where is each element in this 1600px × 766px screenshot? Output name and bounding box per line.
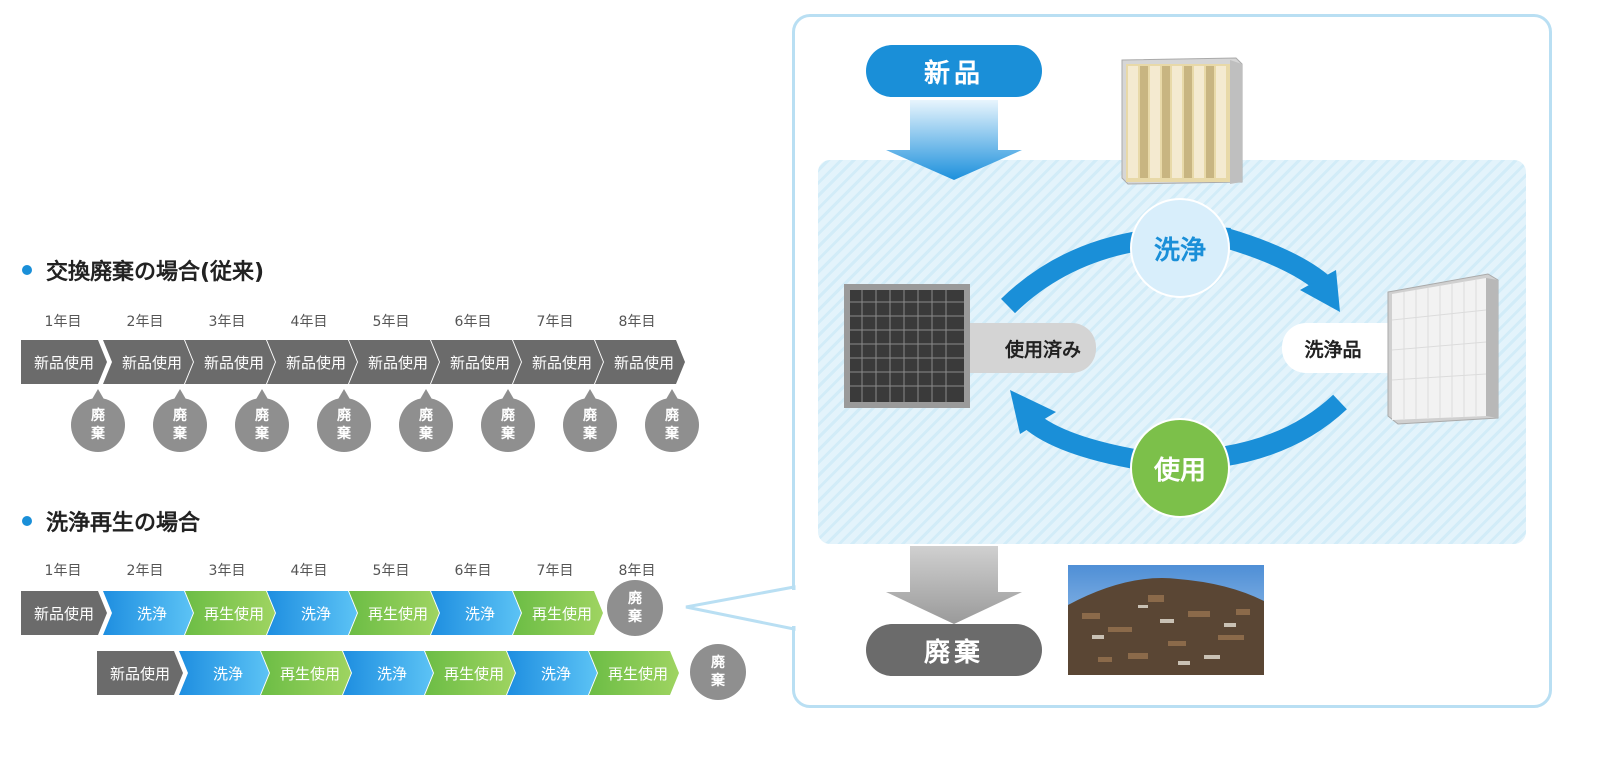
timeline-step: 再生使用: [589, 651, 679, 695]
new-filter-image: [1121, 57, 1243, 185]
year-label: 2年目: [126, 314, 164, 330]
timeline-step: 新品使用: [21, 591, 107, 635]
timeline-step: 再生使用: [349, 591, 439, 635]
timeline-step: 新品使用: [349, 340, 439, 384]
year-label: 6年目: [454, 563, 492, 579]
timeline-step: 新品使用: [103, 340, 193, 384]
wash-circle: 洗浄: [1130, 198, 1230, 298]
year-label: 3年目: [208, 314, 246, 330]
discard-bubble: 廃棄: [153, 389, 207, 452]
timeline-step: 新品使用: [267, 340, 357, 384]
year-label: 7年目: [536, 314, 574, 330]
section-heading-replace: 交換廃棄の場合(従来): [22, 254, 264, 286]
year-label: 8年目: [618, 314, 656, 330]
use-circle: 使用: [1130, 418, 1230, 518]
timeline-step: 洗浄: [179, 651, 269, 695]
scrap-pile-image: [1068, 565, 1264, 675]
down-arrow-discard-icon: [886, 546, 1022, 624]
timeline-step: 新品使用: [595, 340, 685, 384]
year-label: 4年目: [290, 314, 328, 330]
washed-filter-image: [1387, 273, 1499, 425]
year-label: 2年目: [126, 563, 164, 579]
year-label: 6年目: [454, 314, 492, 330]
timeline-step: 再生使用: [185, 591, 275, 635]
timeline-step: 新品使用: [97, 651, 183, 695]
timeline-step: 再生使用: [425, 651, 515, 695]
timeline-step: 洗浄: [343, 651, 433, 695]
bullet-dot: [22, 516, 32, 526]
year-label: 5年目: [372, 314, 410, 330]
year-label: 7年目: [536, 563, 574, 579]
year-label: 5年目: [372, 563, 410, 579]
year-label: 3年目: [208, 563, 246, 579]
discard-bubble: 廃棄: [71, 389, 125, 452]
timeline-step: 洗浄: [267, 591, 357, 635]
discard-bubble: 廃棄: [607, 580, 663, 636]
timeline-step: 新品使用: [185, 340, 275, 384]
timeline-step: 新品使用: [513, 340, 603, 384]
discard-bubble: 廃棄: [399, 389, 453, 452]
year-label: 4年目: [290, 563, 328, 579]
cycle-panel: [792, 14, 1552, 708]
timeline-step: 洗浄: [507, 651, 597, 695]
year-label: 1年目: [44, 314, 82, 330]
discard-bubble: 廃棄: [481, 389, 535, 452]
discard-bubble: 廃棄: [690, 644, 746, 700]
used-filter-image: [844, 284, 970, 408]
section-title: 洗浄再生の場合: [46, 511, 201, 536]
section-title: 交換廃棄の場合(従来): [46, 260, 265, 285]
discard-pill: 廃棄: [866, 624, 1042, 676]
timeline-step: 洗浄: [431, 591, 521, 635]
year-label: 8年目: [618, 563, 656, 579]
down-arrow-new-icon: [886, 100, 1022, 180]
timeline-step: 洗浄: [103, 591, 193, 635]
bullet-dot: [22, 265, 32, 275]
callout-pointer: [685, 585, 796, 631]
timeline-step: 新品使用: [21, 340, 107, 384]
discard-bubble: 廃棄: [645, 389, 699, 452]
timeline-step: 再生使用: [513, 591, 603, 635]
timeline-step: 新品使用: [431, 340, 521, 384]
discard-bubble: 廃棄: [317, 389, 371, 452]
year-label: 1年目: [44, 563, 82, 579]
timeline-step: 再生使用: [261, 651, 351, 695]
new-product-pill: 新品: [866, 45, 1042, 97]
section-heading-regenerate: 洗浄再生の場合: [22, 505, 200, 537]
discard-bubble: 廃棄: [235, 389, 289, 452]
discard-bubble: 廃棄: [563, 389, 617, 452]
